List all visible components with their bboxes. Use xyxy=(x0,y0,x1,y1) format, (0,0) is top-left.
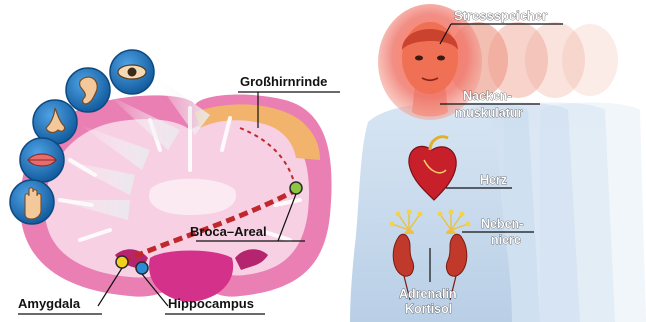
hippocampus-dot xyxy=(136,262,148,274)
label-cortex: Großhirnrinde xyxy=(240,74,327,89)
amygdala-dot xyxy=(116,256,128,268)
label-neck-1: Nacken- xyxy=(463,89,512,103)
mouth-icon xyxy=(20,138,64,182)
body-figures xyxy=(350,4,646,322)
label-hormone-2: Kortisol xyxy=(405,302,452,316)
label-broca: Broca–Areal xyxy=(190,224,267,239)
label-adrenal-2: niere xyxy=(491,233,521,247)
label-hippocampus: Hippocampus xyxy=(168,296,254,311)
eye-icon xyxy=(110,50,154,94)
hand-icon xyxy=(10,180,54,224)
label-amygdala: Amygdala xyxy=(18,296,81,311)
label-adrenal-1: Neben- xyxy=(481,217,523,231)
broca-dot xyxy=(290,182,302,194)
label-hormone-1: Adrenalin xyxy=(399,287,457,301)
label-heart: Herz xyxy=(480,173,507,187)
label-neck-2: muskulatur xyxy=(455,106,523,120)
label-stress: Stressspeicher xyxy=(454,8,547,23)
ear-icon xyxy=(66,68,110,112)
